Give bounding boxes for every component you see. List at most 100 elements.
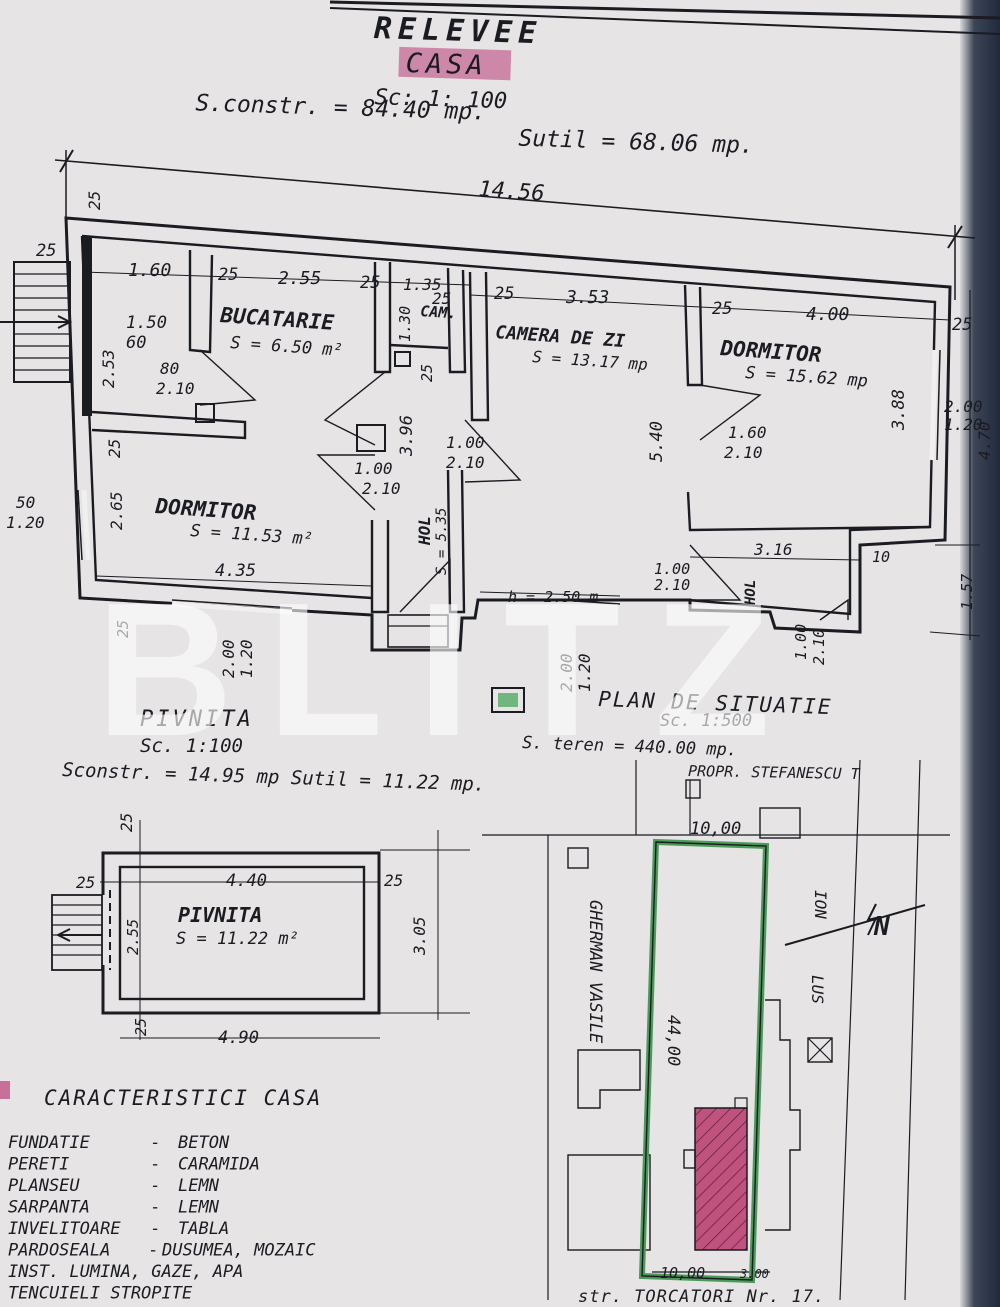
dim-1-50: 1.50	[126, 313, 167, 333]
dim-h-2-50: h = 2.50 m	[508, 588, 598, 606]
site-neighbor-building-small	[685, 779, 701, 799]
chimney	[356, 424, 386, 452]
dim-top-25: 25	[85, 191, 104, 210]
room-bucatarie-area: S = 6.50 m²	[230, 333, 344, 361]
wall-hol-west	[370, 520, 390, 614]
wall-bucatarie-west	[188, 250, 214, 354]
dim-25i: 25	[105, 439, 124, 458]
dim-60: 60	[126, 333, 146, 353]
title-relevee: RELEVEE	[373, 11, 542, 51]
watermark: BLITZ	[96, 564, 804, 776]
site-neighbor-right-b: LUS	[808, 975, 827, 1004]
header-area-util: Sutil = 68.06 mp.	[518, 126, 754, 159]
window-dormitor	[171, 601, 293, 615]
site-length: 44,00	[663, 1015, 683, 1066]
dim-3-53: 3.53	[565, 287, 609, 308]
site-well	[807, 1037, 833, 1063]
dim-1-20d: 1.20	[575, 653, 594, 692]
dim-5-40: 5.40	[647, 421, 667, 462]
lot-house-entrance	[683, 1149, 696, 1169]
basement-stairs	[51, 894, 103, 971]
site-well-cross-2	[807, 1037, 833, 1063]
basement-inner-wall	[118, 865, 366, 1001]
dim-2-10b: 2.10	[446, 453, 485, 472]
site-neighbor-shed	[567, 847, 589, 869]
basement-dim-3-05: 3.05	[410, 916, 429, 956]
wall-kitchen-bottom	[91, 410, 247, 440]
site-plan-scale: Sc. 1:500	[660, 711, 752, 731]
dim-50: 50	[16, 493, 35, 512]
characteristic-label: TENCUIELI STROPITE	[8, 1284, 193, 1304]
overall-dim-line	[54, 159, 976, 239]
basement-title: PIVNITA	[140, 707, 254, 732]
site-street: str. TORCATORI Nr. 17.	[578, 1287, 825, 1307]
wall-bucatarie-east	[373, 262, 392, 374]
dim-1-00a: 1.00	[446, 433, 485, 452]
site-width-bottom: 10,00	[660, 1264, 705, 1282]
basement-dim-4-90: 4.90	[218, 1028, 259, 1048]
dim-25b: 25	[218, 265, 238, 285]
wall-dormitor-west	[683, 284, 704, 387]
dim-25h: 25	[418, 364, 436, 382]
dim-25c: 25	[360, 273, 380, 293]
dim-25d: 25	[432, 289, 451, 308]
characteristic-label: INST. LUMINA, GAZE, APA	[8, 1262, 243, 1282]
dim-1-20b: 1.20	[6, 513, 45, 532]
door-kitchen	[199, 349, 257, 406]
dim-1-00b: 1.00	[354, 459, 393, 478]
dim-2-10c: 2.10	[362, 479, 401, 498]
dim-1-20a: 1.20	[944, 415, 983, 434]
dim-overall: 14.56	[478, 177, 546, 207]
dim-2-00b: 2.00	[219, 639, 238, 678]
dim-line-row-1	[81, 271, 471, 286]
site-boundary-right-1	[839, 759, 861, 1301]
dim-1-00c: 1.00	[654, 560, 690, 578]
site-setback: 3.00	[739, 1267, 769, 1281]
dim-25f: 25	[712, 299, 732, 319]
chimney-3	[394, 351, 411, 367]
lot-boundary-ink	[641, 841, 767, 1281]
dim-line-h	[479, 591, 621, 597]
characteristic-dash: -	[150, 1133, 160, 1153]
dim-4-00: 4.00	[806, 304, 849, 325]
dim-1-35: 1.35	[403, 275, 442, 294]
house-room-labels: BUCATARIE S = 6.50 m² CAMERA DE ZI S = 1…	[154, 302, 869, 606]
room-dormitor2-name: DORMITOR	[154, 494, 258, 525]
characteristic-label: SARPANTA	[8, 1198, 90, 1218]
header-scale: Sc: 1: 100	[374, 85, 507, 114]
dim-line-4-35	[95, 575, 373, 587]
basement-dim-right25: 25	[384, 871, 403, 890]
characteristics-title: CARACTERISTICI CASA	[44, 1086, 322, 1110]
room-dormitor-name: DORMITOR	[719, 336, 823, 367]
room-cam-name: CAM.	[420, 302, 457, 322]
dim-10: 10	[872, 548, 890, 566]
background-edge	[960, 0, 1000, 1307]
characteristics-block: CARACTERISTICI CASA FUNDATIE-BETONPERETI…	[0, 1081, 322, 1304]
dim-1-60b: 1.60	[728, 423, 767, 442]
north-label: N	[873, 912, 890, 942]
door-entrance	[399, 558, 451, 613]
dim-line-right-2	[929, 631, 981, 637]
dim-1-30: 1.30	[396, 306, 414, 342]
lot-house-back	[734, 1097, 748, 1109]
dim-25g: 25	[952, 315, 972, 335]
window-east	[929, 349, 938, 461]
window-dormitor-line	[171, 599, 293, 609]
characteristic-dash: -	[150, 1176, 160, 1196]
basement-room-name: PIVNITA	[178, 903, 262, 927]
dim-1-60: 1.60	[128, 260, 171, 281]
dim-3-16: 3.16	[753, 540, 793, 559]
wall-dormitor-bottom	[686, 491, 931, 532]
room-hol-area: S = 5.35	[434, 508, 450, 575]
window-west	[81, 489, 91, 561]
house-dimensions: 14.56 25 25 1.60 25 2.55 25 1.35 25 25 3…	[6, 177, 994, 692]
window-camera	[559, 599, 621, 605]
room-hol-name: HOL	[415, 516, 434, 546]
characteristic-value: BETON	[178, 1133, 230, 1153]
dim-2-00a: 2.00	[944, 397, 983, 416]
sheet-border-top-2	[329, 7, 1000, 35]
characteristic-dash: -	[150, 1155, 160, 1175]
window-east-line	[936, 349, 941, 461]
dim-3-96: 3.96	[397, 415, 417, 457]
